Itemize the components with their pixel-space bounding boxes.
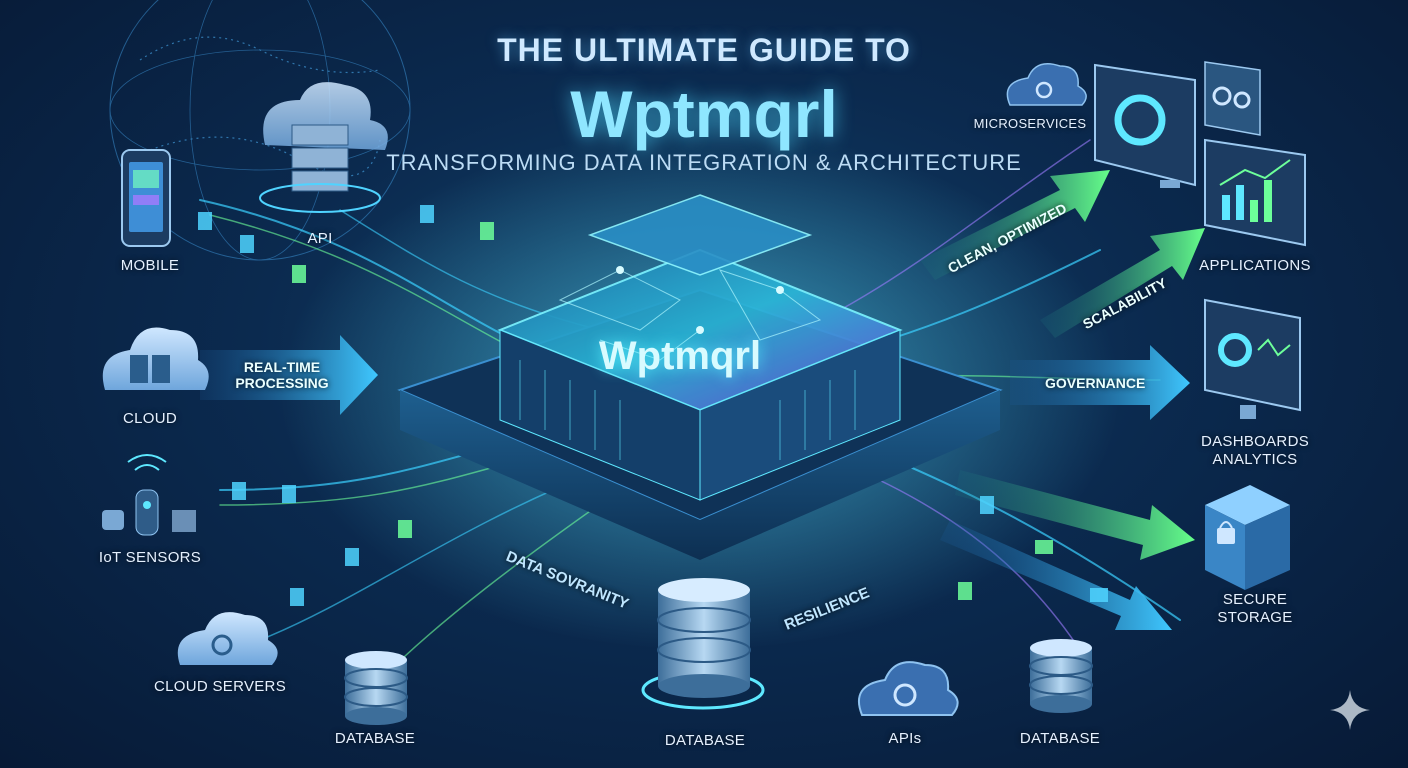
label-database-center: DATABASE (664, 732, 746, 749)
data-packet-icons (198, 205, 1108, 606)
api-cloud-icon (259, 82, 388, 213)
label-database-left: DATABASE (334, 730, 416, 747)
label-dashboards: DASHBOARDS ANALYTICS (1190, 433, 1320, 469)
sparkle-icon (1330, 690, 1370, 730)
arrow-scalability (1040, 228, 1205, 338)
applications-monitor-icon (1204, 138, 1306, 247)
database-left-icon (344, 651, 408, 725)
arrow-clean-optimized (920, 170, 1110, 280)
arrow-to-storage (955, 470, 1195, 560)
label-dashboards-line2: ANALYTICS (1212, 451, 1298, 468)
label-iot-sensors: IoT SENSORS (98, 549, 202, 566)
dashboards-monitor-icon (1204, 298, 1301, 419)
gears-panel-icon (1204, 61, 1261, 136)
cloud-servers-icon (177, 612, 278, 665)
secure-storage-icon (1205, 485, 1290, 590)
label-api: API (307, 230, 333, 247)
cloud-icon (102, 327, 209, 390)
label-secure-storage: SECURE STORAGE (1190, 591, 1320, 627)
label-dashboards-line1: DASHBOARDS (1200, 433, 1310, 450)
label-cloud: CLOUD (122, 410, 177, 427)
arrow-text-realtime: REAL-TIME PROCESSING (232, 359, 332, 391)
label-database-right: DATABASE (1019, 730, 1101, 747)
arrow-governance (1010, 345, 1190, 420)
label-mobile: MOBILE (120, 257, 180, 274)
apis-cloud-icon (857, 661, 959, 716)
arrow-realtime (200, 335, 378, 415)
label-secure-storage-line2: STORAGE (1217, 609, 1293, 626)
arrow-text-realtime-line1: REAL-TIME (243, 359, 321, 375)
label-cloud-servers: CLOUD SERVERS (154, 678, 286, 695)
database-right-icon (1029, 639, 1093, 713)
arrow-to-lower-right (940, 520, 1172, 630)
subtitle: TRANSFORMING DATA INTEGRATION & ARCHITEC… (386, 150, 1022, 175)
mobile-icon (121, 149, 171, 247)
title-line-2: Wptmqrl (570, 77, 838, 151)
title-line-1: THE ULTIMATE GUIDE TO (497, 32, 911, 68)
label-secure-storage-line1: SECURE (1222, 591, 1288, 608)
globe-icon (109, 0, 411, 261)
microservices-cloud-icon (1006, 63, 1087, 106)
label-apis: APIs (888, 730, 922, 747)
hub-label: Wptmqrl (598, 334, 762, 378)
hub-platform (397, 194, 1003, 560)
label-microservices: MICROSERVICES (973, 116, 1087, 131)
label-applications: APPLICATIONS (1199, 257, 1311, 274)
arrow-text-realtime-line2: PROCESSING (235, 375, 329, 391)
iot-sensors-icon (102, 454, 196, 536)
arrow-text-governance: GOVERNANCE (1045, 375, 1146, 391)
monitor-dashboard-icon (1094, 63, 1196, 188)
database-center-icon (641, 578, 765, 710)
